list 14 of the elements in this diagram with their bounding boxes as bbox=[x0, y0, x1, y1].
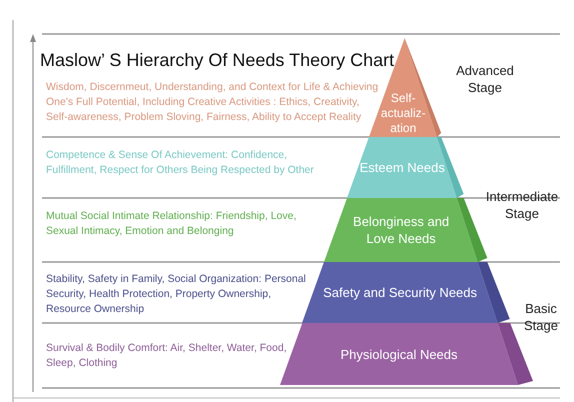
needs-description: Survival & Bodily Comfort: Air, Shelter, Water, Food, Sleep, Clothing bbox=[46, 341, 288, 371]
needs-description: Stability, Safety in Family, Social Organization: Personal Security, Health Protection, Property Ownership, Resource Ownership bbox=[46, 272, 307, 317]
level-label: Safety and Security Needs bbox=[322, 284, 478, 301]
level-label: Esteem Needs bbox=[358, 159, 446, 176]
stage-label: Basic Stage bbox=[523, 300, 559, 334]
level-label: Self-actualiz-ation bbox=[380, 91, 427, 136]
chart-title: Maslow’ S Hierarchy Of Needs Theory Chart bbox=[40, 49, 394, 72]
needs-description: Competence & Sense Of Achievement: Confidence, Fulfillment, Respect for Others Being Respected by Other bbox=[46, 148, 315, 178]
stage-label: Advanced Stage bbox=[455, 62, 515, 96]
stage-label: Intermediate Stage bbox=[484, 188, 560, 222]
needs-description: Mutual Social Intimate Relationship: Friendship, Love, Sexual Intimacy, Emotion and Belonging bbox=[46, 209, 298, 239]
level-label: Belonginess and Love Needs bbox=[352, 213, 450, 247]
level-label: Physiological Needs bbox=[339, 346, 459, 362]
needs-description: Wisdom, Discernmeut, Understanding, and Context for Life & Achieving One's Full Potential, Including Creative Activities : Ethics, Creativity, Self-awareness, Problem Sloving, Fairness, Ability to Accept Reality bbox=[46, 80, 380, 125]
